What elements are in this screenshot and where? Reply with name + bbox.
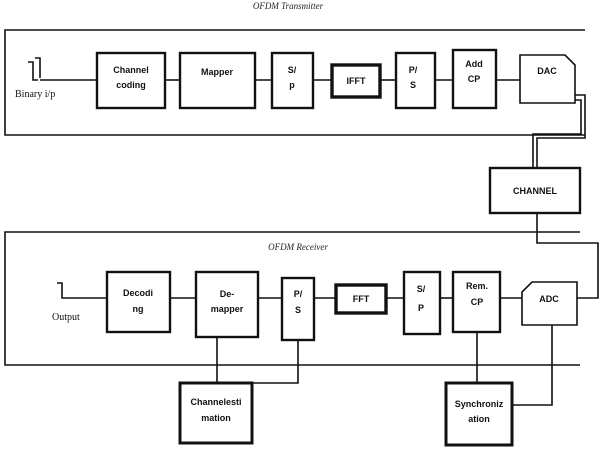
output-pulse-icon xyxy=(57,282,68,299)
svg-text:Channelesti: Channelesti xyxy=(190,397,241,407)
svg-text:S: S xyxy=(410,80,416,90)
receiver-title: OFDM Receiver xyxy=(268,242,328,252)
svg-text:coding: coding xyxy=(116,80,146,90)
receiver-frame xyxy=(4,231,580,366)
svg-text:Decodi: Decodi xyxy=(123,288,153,298)
rx-block-decoding: Decodi ng xyxy=(105,270,172,334)
adc-to-sync-wire xyxy=(512,325,553,406)
svg-text:S: S xyxy=(295,305,301,315)
svg-text:p: p xyxy=(289,80,295,90)
svg-text:Add: Add xyxy=(465,59,483,69)
tx-block-mapper: Mapper xyxy=(178,51,257,110)
svg-text:FFT: FFT xyxy=(353,294,370,304)
svg-text:Channel: Channel xyxy=(113,65,149,75)
output-label: Output xyxy=(52,312,80,323)
transmitter-title: OFDM Transmitter xyxy=(253,1,324,11)
tx-block-ifft: IFFT xyxy=(330,63,382,99)
rx-block-adc: ADC xyxy=(521,281,578,326)
input-pulse-inner-icon xyxy=(35,57,41,78)
svg-text:De-: De- xyxy=(220,289,235,299)
synchronization-block: Synchroniz ation xyxy=(444,381,514,447)
svg-text:ADC: ADC xyxy=(539,294,559,304)
svg-text:S/: S/ xyxy=(288,65,297,75)
svg-text:ation: ation xyxy=(468,414,490,424)
svg-text:S/: S/ xyxy=(417,284,426,294)
binary-input-label: Binary i/p xyxy=(15,89,55,100)
rx-block-demapper: De- mapper xyxy=(194,270,260,339)
rx-block-rem-cp: Rem. CP xyxy=(451,270,502,334)
svg-text:P: P xyxy=(418,303,424,313)
svg-text:Synchroniz: Synchroniz xyxy=(455,399,504,409)
svg-text:mation: mation xyxy=(201,413,231,423)
svg-text:mapper: mapper xyxy=(211,304,244,314)
svg-text:Mapper: Mapper xyxy=(201,67,234,77)
tx-block-ps: P/ S xyxy=(394,51,437,110)
svg-text:ng: ng xyxy=(133,304,144,314)
svg-text:CP: CP xyxy=(471,297,484,307)
svg-text:CP: CP xyxy=(468,74,481,84)
svg-text:P/: P/ xyxy=(294,289,303,299)
input-pulse-icon xyxy=(28,61,38,81)
rx-block-sp: S/ P xyxy=(402,270,442,336)
tx-block-add-cp: Add CP xyxy=(451,48,498,110)
svg-text:IFFT: IFFT xyxy=(347,76,366,86)
channel-to-adc-wire xyxy=(536,213,599,299)
svg-text:DAC: DAC xyxy=(537,66,557,76)
channel-estimation-block: Channelesti mation xyxy=(178,381,254,445)
dac-to-channel-wire-b xyxy=(532,99,582,168)
rx-block-fft: FFT xyxy=(334,283,388,315)
transmitter-frame xyxy=(4,29,585,136)
svg-text:Rem.: Rem. xyxy=(466,281,488,291)
svg-text:P/: P/ xyxy=(409,65,418,75)
svg-text:CHANNEL: CHANNEL xyxy=(513,186,558,196)
tx-block-dac: DAC xyxy=(519,54,576,104)
ps-to-estimation-wire xyxy=(252,340,299,384)
tx-block-sp: S/ p xyxy=(270,51,315,110)
channel-block: CHANNEL xyxy=(488,166,582,215)
dac-to-channel-wire-a xyxy=(536,94,586,168)
rx-block-ps: P/ S xyxy=(280,276,316,342)
tx-block-channel-coding: Channel coding xyxy=(95,51,167,110)
